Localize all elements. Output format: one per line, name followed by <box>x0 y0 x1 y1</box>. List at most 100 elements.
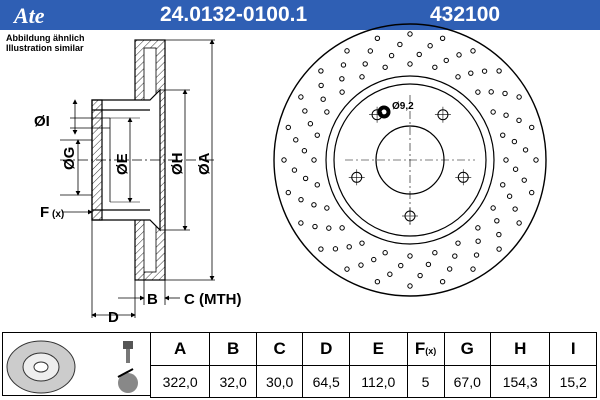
drill-hole <box>344 266 350 272</box>
drill-hole <box>470 48 476 54</box>
label-H: ØH <box>169 153 186 176</box>
drill-hole <box>456 52 462 58</box>
spec-value-A: 322,0 <box>149 365 211 398</box>
drill-hole <box>298 196 304 203</box>
drill-hole <box>298 220 304 226</box>
bolt-icon <box>123 341 133 363</box>
spec-value-B: 32,0 <box>209 365 257 398</box>
drill-hole <box>522 147 529 153</box>
drill-hole <box>481 68 488 74</box>
spec-header-I: I <box>549 332 597 366</box>
drill-hole <box>332 246 339 252</box>
spec-header-H: H <box>490 332 551 366</box>
drill-hole <box>302 175 309 182</box>
drill-hole <box>533 157 539 163</box>
disc-outer-edge <box>273 23 547 297</box>
drill-hole <box>417 272 423 279</box>
spec-value-I: 15,2 <box>549 365 597 398</box>
label-D: D <box>108 309 119 326</box>
drill-hole <box>427 43 433 49</box>
drill-hole <box>320 96 326 102</box>
wrench-icon <box>117 368 138 393</box>
drill-hole <box>439 35 446 41</box>
drill-hole <box>301 148 308 154</box>
drill-hole <box>367 48 374 54</box>
drill-hole <box>432 250 438 256</box>
spec-table: A B C D E F(x) G H I 322,0 32,0 30,0 64,… <box>149 332 597 398</box>
label-hole: Ø9,2 <box>392 101 414 112</box>
drill-hole <box>382 250 388 256</box>
drill-hole <box>511 138 518 145</box>
drill-hole <box>326 225 332 231</box>
drill-hole <box>398 262 404 269</box>
drill-hole <box>488 89 494 95</box>
drill-hole <box>500 132 506 138</box>
drill-hole <box>494 218 500 224</box>
drill-hole <box>382 64 388 70</box>
drill-hole <box>314 182 320 188</box>
drill-hole <box>293 137 299 143</box>
drill-hole <box>432 64 438 70</box>
dimension-lines <box>62 39 215 318</box>
drill-hole <box>455 240 461 246</box>
drill-hole <box>285 124 291 131</box>
drill-hole <box>344 48 350 54</box>
spec-header-F-sub: (x) <box>425 346 437 356</box>
drill-hole <box>473 252 480 258</box>
drill-hole <box>496 246 502 252</box>
drill-hole <box>387 271 393 277</box>
drill-hole <box>475 238 481 244</box>
label-A: ØA <box>196 152 213 175</box>
drill-hole <box>358 262 364 268</box>
drill-hole <box>516 117 522 124</box>
brand-text: Ate <box>14 3 45 28</box>
drill-hole <box>374 279 381 285</box>
drill-hole <box>503 157 509 163</box>
cross-section-view <box>60 39 215 281</box>
drill-hole <box>452 253 458 259</box>
label-F-sub: (x) <box>52 209 64 220</box>
label-C: C (MTH) <box>184 291 241 308</box>
part-number: 24.0132-0100.1 <box>160 3 308 26</box>
drill-hole <box>371 256 377 263</box>
drill-hole <box>496 68 502 74</box>
drill-hole <box>443 57 449 64</box>
drill-hole <box>362 61 368 67</box>
drill-hole <box>521 177 527 183</box>
spec-value-row: 322,0 32,0 30,0 64,5 112,0 5 67,0 154,3 … <box>149 365 597 398</box>
spec-header-G: G <box>443 332 492 366</box>
drill-hole <box>439 279 446 285</box>
label-B: B <box>147 291 158 308</box>
note-de: Abbildung ähnlich <box>6 33 85 43</box>
drill-hole <box>490 109 496 115</box>
drill-hole <box>512 206 518 212</box>
drill-hole <box>407 31 413 37</box>
drill-hole <box>446 266 453 272</box>
drill-hole <box>500 182 506 188</box>
drill-hole <box>407 283 413 289</box>
drill-hole <box>314 132 320 138</box>
drill-hole <box>285 189 291 196</box>
drill-hole <box>281 157 287 163</box>
spec-header-C: C <box>255 332 304 366</box>
drill-hole <box>312 223 318 230</box>
drill-hole <box>388 52 395 59</box>
spec-header-F: F(x) <box>406 332 445 366</box>
note-en: Illustration similar <box>6 43 84 53</box>
spec-header-A: A <box>149 332 211 366</box>
label-G: ØG <box>61 147 78 170</box>
label-I: ØI <box>34 113 50 130</box>
drill-hole <box>318 246 324 252</box>
drill-hole <box>397 41 403 48</box>
drill-hole <box>516 94 522 100</box>
drill-hole <box>529 124 535 131</box>
product-thumbnail-box <box>2 332 150 396</box>
drill-hole <box>470 266 476 272</box>
drill-hole <box>516 220 522 226</box>
spec-header-B: B <box>209 332 257 366</box>
drill-hole <box>468 70 474 76</box>
header-bar: Ate 24.0132-0100.1 432100 <box>0 0 600 30</box>
drill-hole <box>339 225 345 231</box>
drill-hole <box>340 62 347 68</box>
